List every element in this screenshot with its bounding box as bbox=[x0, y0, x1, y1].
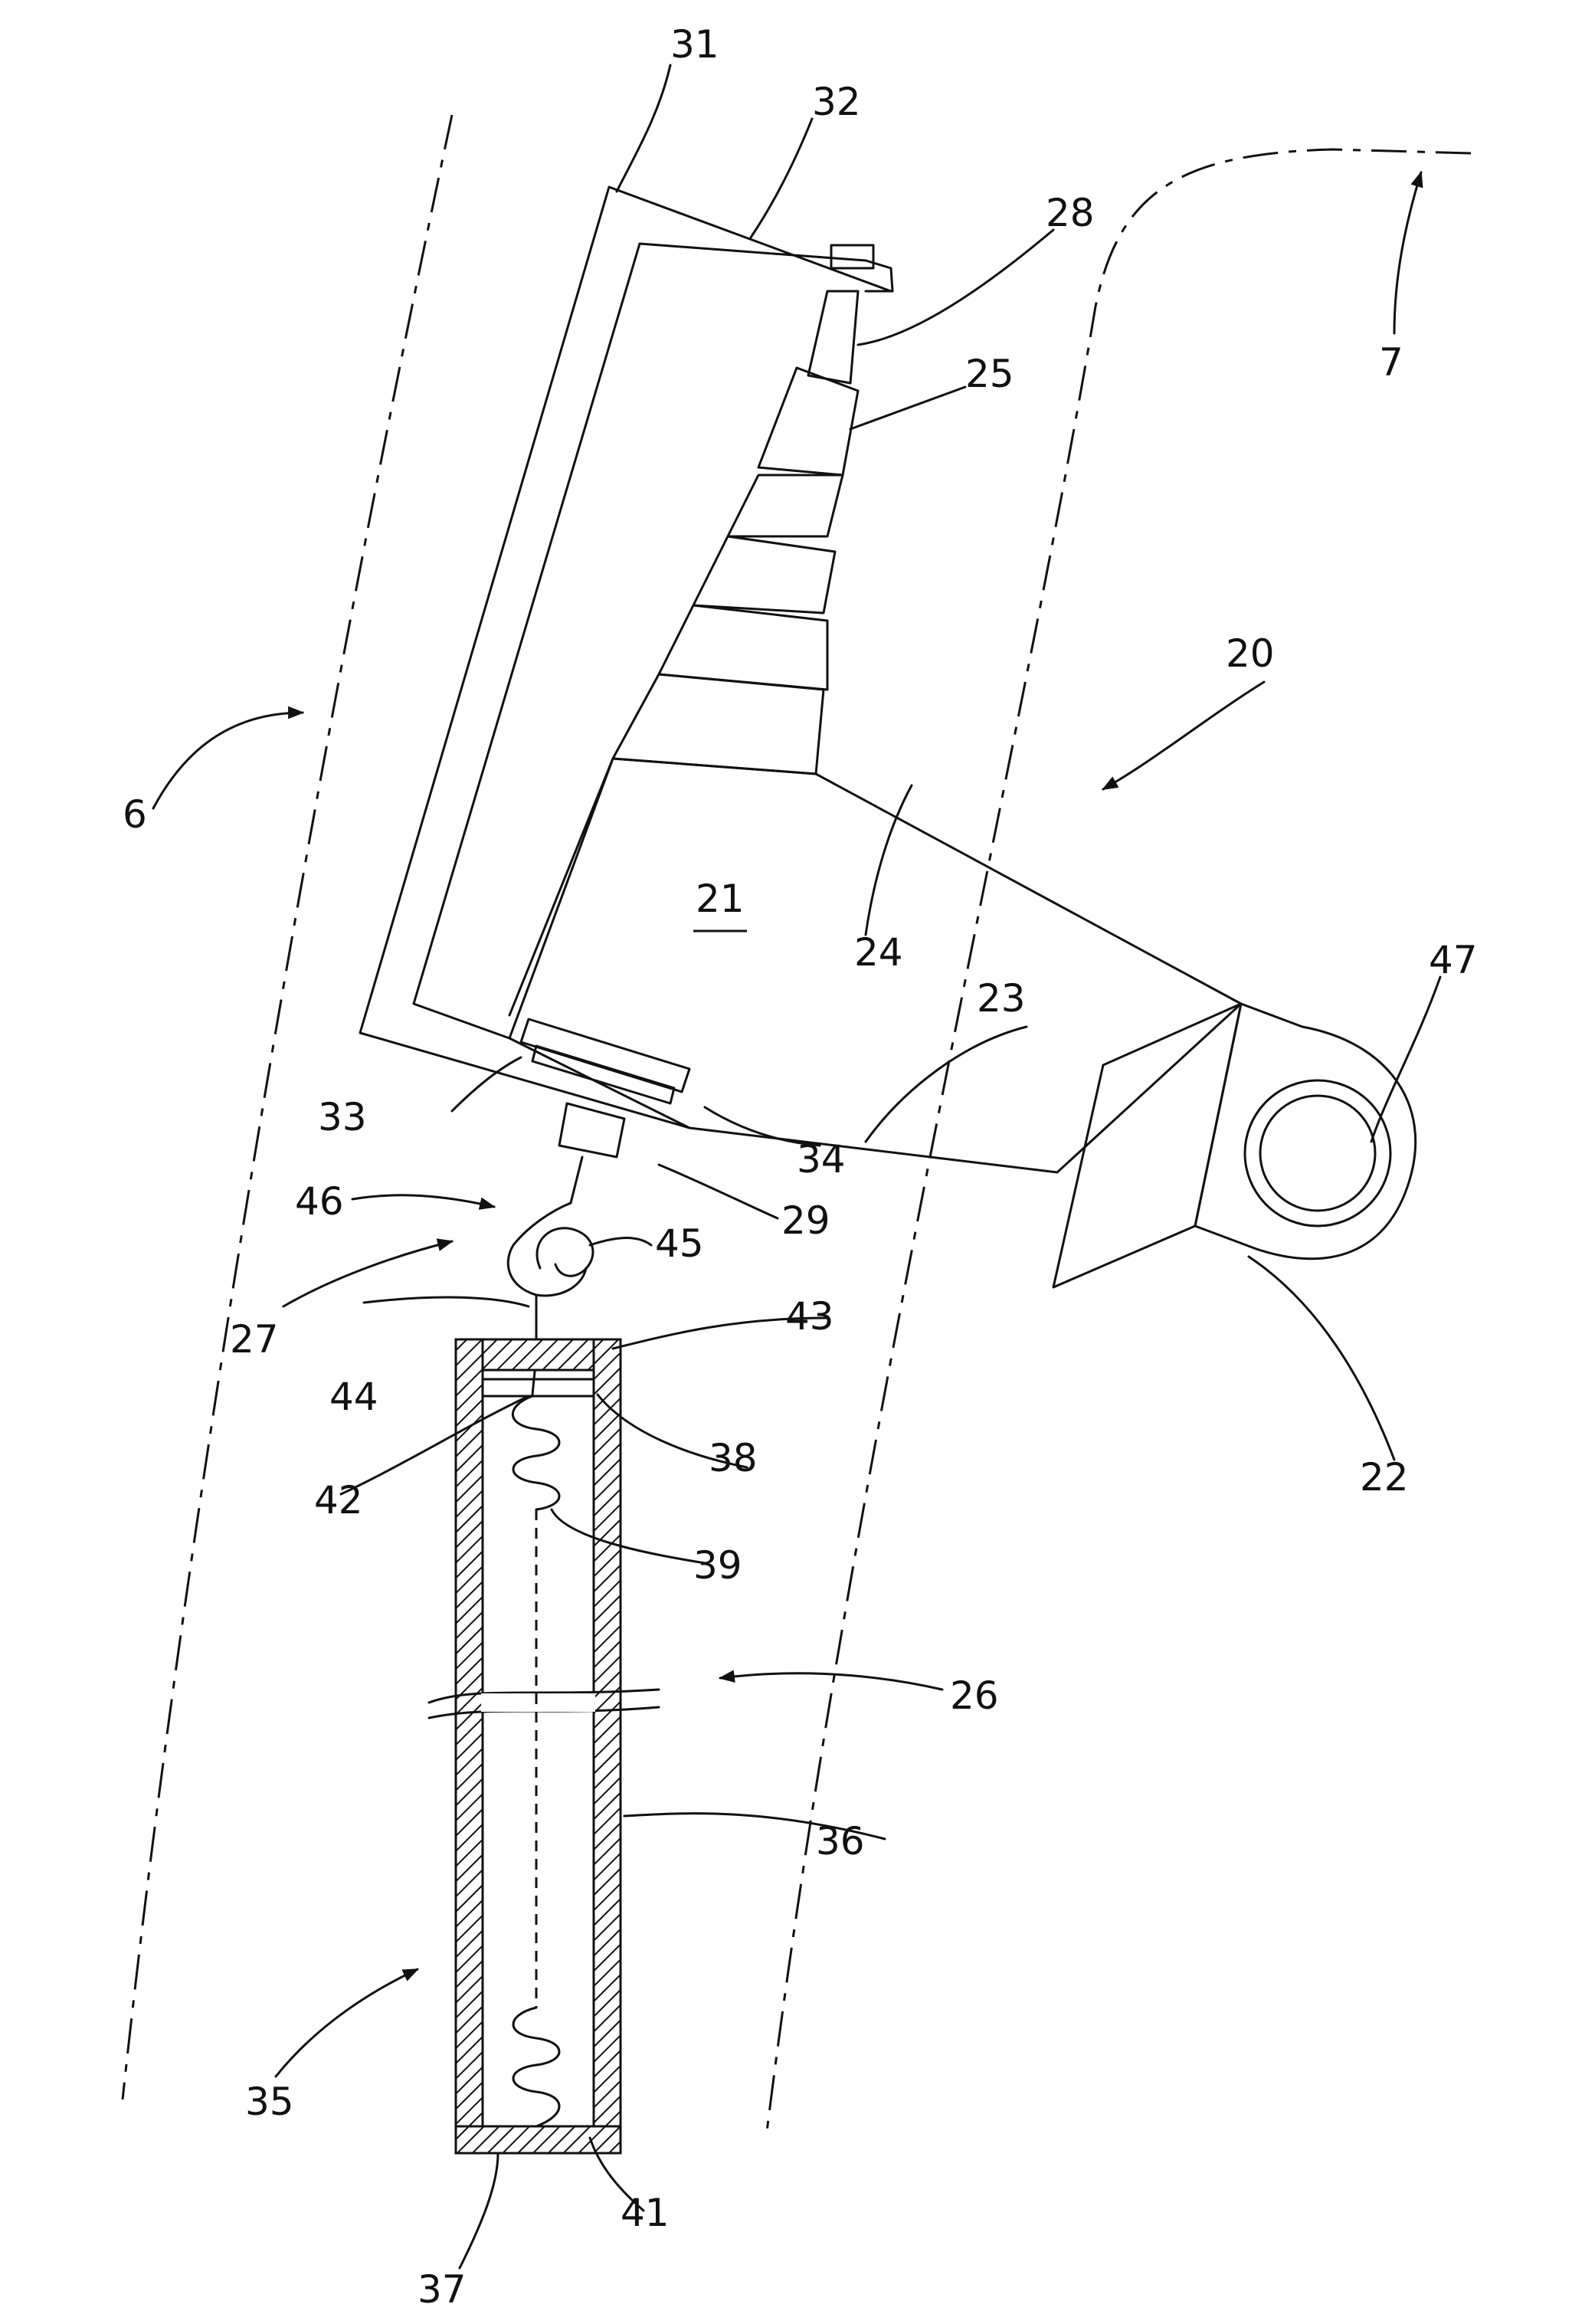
arrow-7 bbox=[1394, 172, 1421, 333]
actuator-stage-5 bbox=[613, 674, 824, 774]
label-36: 36 bbox=[816, 1819, 865, 1863]
label-7: 7 bbox=[1379, 340, 1403, 385]
body-seam-24 bbox=[509, 759, 613, 1015]
label-6: 6 bbox=[123, 792, 147, 837]
label-24: 24 bbox=[854, 930, 903, 975]
bracket-22-face bbox=[1195, 1004, 1241, 1226]
label-43: 43 bbox=[785, 1294, 834, 1339]
label-46: 46 bbox=[295, 1179, 344, 1224]
pivot-ring-inner bbox=[1260, 1096, 1375, 1211]
label-39: 39 bbox=[693, 1543, 742, 1588]
label-23: 23 bbox=[977, 976, 1026, 1021]
c-frame-inner bbox=[414, 244, 866, 1038]
label-41: 41 bbox=[621, 2191, 670, 2235]
connector-29 bbox=[559, 1103, 624, 1157]
actuator-rod bbox=[808, 291, 858, 383]
arrow-26 bbox=[720, 1673, 942, 1690]
label-25: 25 bbox=[965, 352, 1014, 396]
cylinder-left-wall bbox=[456, 1339, 483, 2153]
label-28: 28 bbox=[1046, 191, 1095, 235]
label-42: 42 bbox=[314, 1478, 363, 1523]
label-26: 26 bbox=[950, 1673, 999, 1718]
piston-38 bbox=[483, 1379, 594, 1396]
cylinder-bottom-cap-37 bbox=[456, 2126, 621, 2153]
cylinder-right-wall bbox=[594, 1339, 621, 2153]
label-33: 33 bbox=[318, 1095, 367, 1139]
label-21: 21 bbox=[696, 877, 745, 921]
label-34: 34 bbox=[797, 1137, 846, 1182]
pivot-ring-outer bbox=[1245, 1080, 1390, 1226]
reference-labels: 6 7 20 21 22 23 24 25 26 27 28 29 31 32 … bbox=[123, 22, 1478, 2312]
label-20: 20 bbox=[1226, 631, 1275, 676]
leader-lines bbox=[341, 65, 1440, 2268]
spring-41 bbox=[513, 2008, 559, 2126]
actuator-stage-2 bbox=[728, 475, 843, 536]
right-boundary-line bbox=[766, 149, 1471, 2138]
actuator-cap bbox=[831, 245, 873, 268]
arrow-35 bbox=[276, 1969, 418, 2077]
label-38: 38 bbox=[709, 1436, 758, 1480]
actuator-stage-1 bbox=[758, 368, 858, 475]
pivot-housing bbox=[1195, 1004, 1416, 1259]
actuator-stage-3 bbox=[693, 536, 835, 613]
arrow-20 bbox=[1103, 682, 1264, 789]
label-22: 22 bbox=[1360, 1455, 1409, 1500]
eye-45 bbox=[537, 1228, 593, 1276]
label-35: 35 bbox=[245, 2080, 294, 2124]
label-44: 44 bbox=[329, 1375, 378, 1419]
label-47: 47 bbox=[1429, 938, 1478, 982]
label-32: 32 bbox=[812, 80, 861, 124]
mounting-plate-34b bbox=[532, 1046, 674, 1103]
label-27: 27 bbox=[230, 1317, 279, 1362]
label-29: 29 bbox=[781, 1198, 830, 1243]
c-frame-outer bbox=[360, 187, 891, 1128]
label-31: 31 bbox=[670, 22, 719, 67]
arrow-46 bbox=[352, 1195, 494, 1207]
break-gap bbox=[481, 1693, 595, 1712]
label-37: 37 bbox=[418, 2267, 467, 2312]
spring-39 bbox=[513, 1396, 559, 1509]
left-boundary-line bbox=[123, 115, 452, 2099]
arrow-6 bbox=[153, 713, 303, 808]
label-45: 45 bbox=[655, 1221, 704, 1266]
